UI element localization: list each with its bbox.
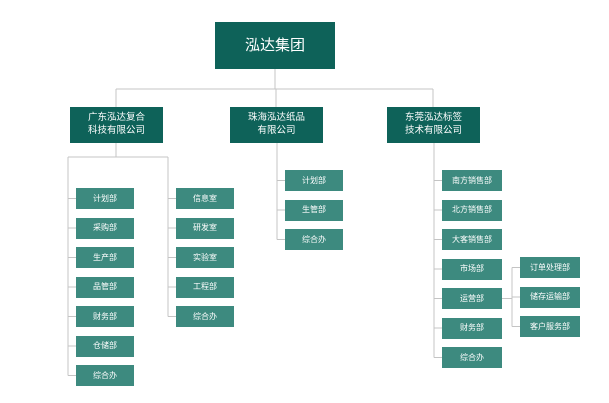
dept-d-2: 大客销售部: [442, 229, 502, 250]
dept-g2-4: 综合办: [176, 306, 234, 327]
dept-g2-1: 研发室: [176, 217, 234, 239]
dept-g1-6: 综合办: [76, 365, 134, 386]
dept-o-0: 订单处理部: [520, 257, 580, 278]
dept-d-4: 运营部: [442, 288, 502, 309]
dept-g2-0: 信息室: [176, 188, 234, 209]
dept-g2-2: 实验室: [176, 247, 234, 268]
dept-z-0: 计划部: [285, 170, 343, 191]
dept-g1-2: 生产部: [76, 247, 134, 268]
dept-z-1: 生管部: [285, 199, 343, 221]
company-zhuhai: 珠海泓达纸品 有限公司: [230, 107, 323, 143]
dept-o-2: 客户服务部: [520, 316, 580, 337]
dept-d-1: 北方销售部: [442, 199, 502, 221]
dept-g1-0: 计划部: [76, 188, 134, 209]
dept-g1-1: 采购部: [76, 217, 134, 239]
dept-z-2: 综合办: [285, 229, 343, 250]
dept-g1-4: 财务部: [76, 306, 134, 327]
company-dongguan: 东莞泓达标签 技术有限公司: [387, 107, 480, 143]
dept-g1-3: 品管部: [76, 276, 134, 298]
dept-g1-5: 仓储部: [76, 335, 134, 357]
dept-g2-3: 工程部: [176, 276, 234, 298]
dept-d-6: 综合办: [442, 347, 502, 368]
root-node: 泓达集团: [215, 22, 335, 69]
dept-d-0: 南方销售部: [442, 170, 502, 191]
dept-o-1: 储存运输部: [520, 286, 580, 308]
company-guangdong: 广东泓达复合 科技有限公司: [70, 107, 163, 143]
dept-d-3: 市场部: [442, 258, 502, 280]
dept-d-5: 财务部: [442, 317, 502, 339]
